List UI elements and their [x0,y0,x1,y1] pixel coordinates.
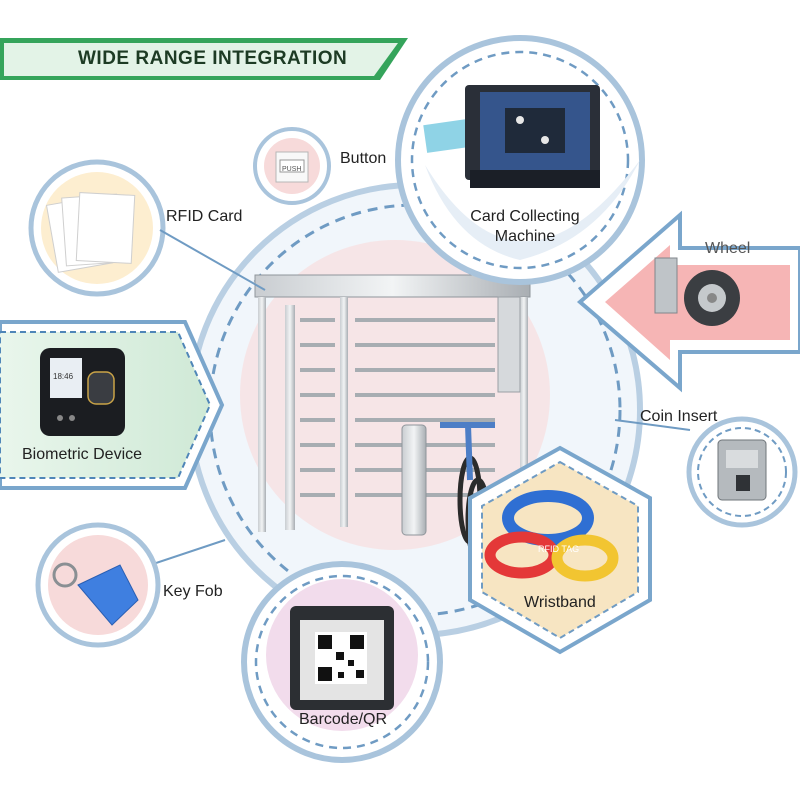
page-title: WIDE RANGE INTEGRATION [78,48,348,69]
rfid-card-bubble [28,159,166,297]
rfid-wristband-icon: RFID TAG [484,490,619,582]
coin-insert-label: Coin Insert [640,408,718,425]
wheel-label: Wheel [705,240,751,257]
button-label: Button [340,150,387,167]
barcode-label: Barcode/QR [299,711,388,728]
button-bubble [253,127,331,205]
wristband-tag-text: RFID TAG [538,544,579,554]
caster-wheel-icon [654,257,740,326]
coin-slot-icon [717,439,767,501]
wristband-label: Wristband [524,594,596,611]
turnstile-gate-icon [254,274,531,563]
biometric-label: Biometric Device [22,446,143,463]
biometric-screen-time: 18:46 [53,372,74,381]
card-collecting-label: Card Collecting Machine [470,208,580,245]
qr-scanner-icon [290,606,394,710]
rfid-card-label: RFID Card [166,208,243,225]
fingerprint-reader-icon [40,348,125,436]
key-fob-icon [52,562,139,626]
push-button-text: PUSH [282,166,302,173]
card-collector-icon [423,85,600,188]
title-banner [0,38,408,80]
key-fob-label: Key Fob [163,583,223,600]
